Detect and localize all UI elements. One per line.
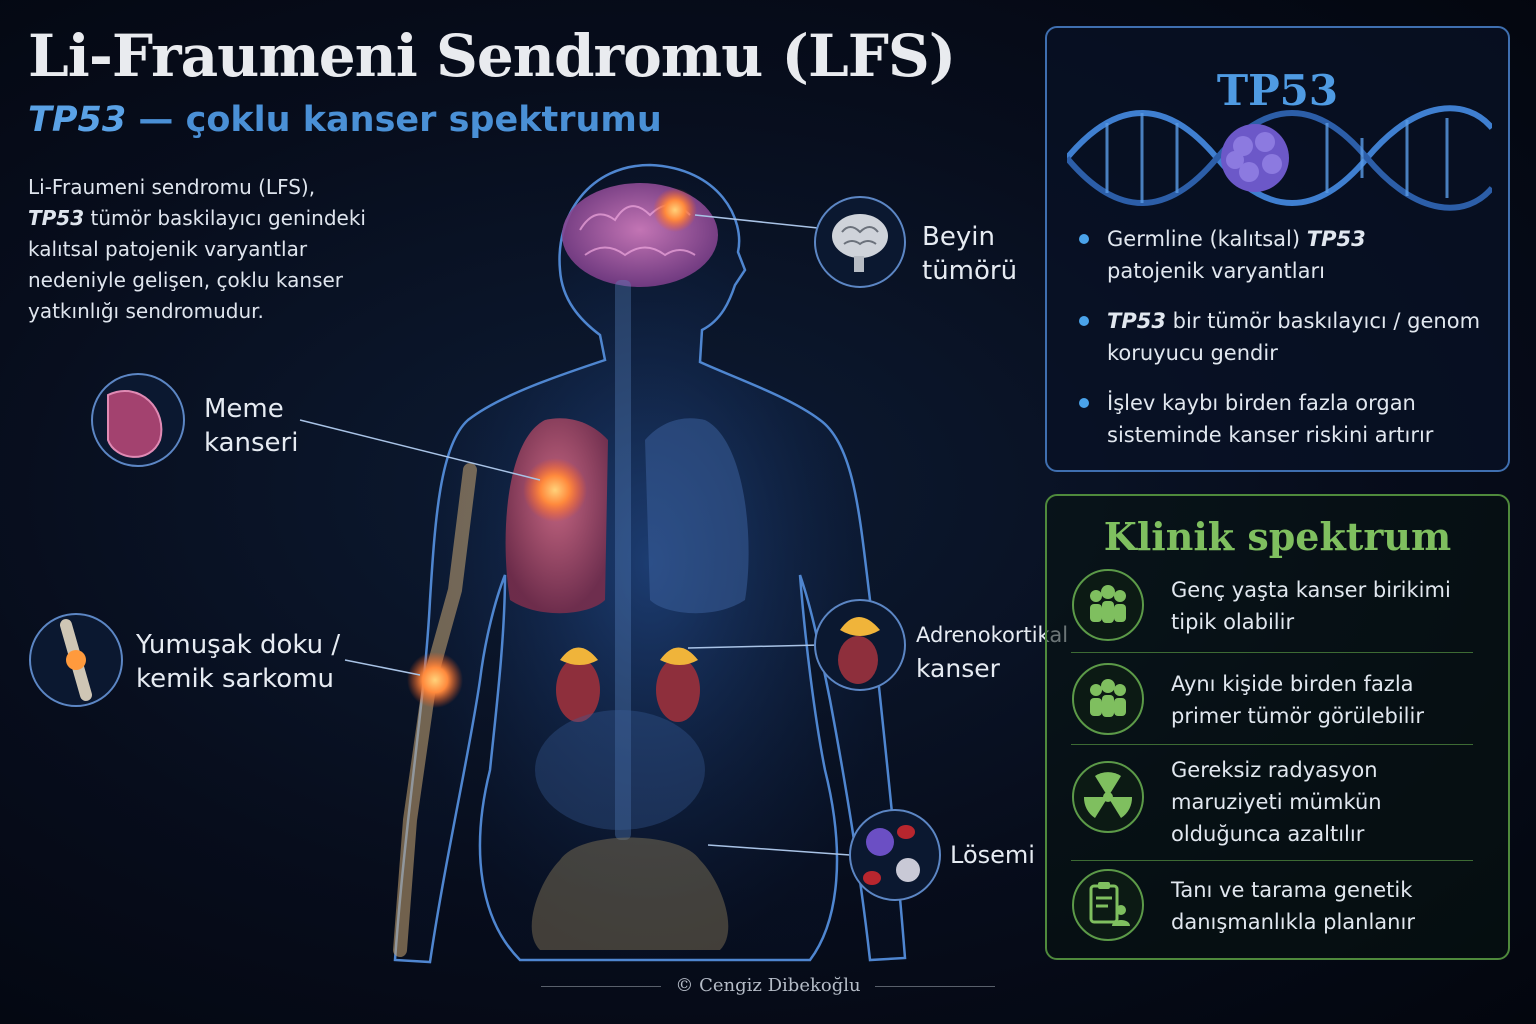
subtitle-gene: TP53 bbox=[28, 100, 127, 140]
clinical-item-line: tipik olabilir bbox=[1171, 610, 1295, 634]
leader-lines bbox=[299, 214, 851, 856]
bullet-dot bbox=[1079, 398, 1089, 408]
kidneys-adrenal bbox=[556, 647, 700, 722]
intro-text: Li-Fraumeni sendromu (LFS), TP53 tümör ba… bbox=[28, 172, 378, 327]
clinical-item-line: Gereksiz radyasyon bbox=[1171, 758, 1378, 782]
brain-icon bbox=[814, 196, 906, 288]
label-breast-line2: kanseri bbox=[204, 428, 299, 458]
label-breast-cancer: Meme kanseri bbox=[204, 392, 298, 460]
subtitle-text: — çoklu kanser spektrumu bbox=[126, 100, 662, 140]
tp53-bullet: Germline (kalıtsal) TP53 patojenik varya… bbox=[1077, 223, 1497, 287]
breast-icon bbox=[91, 373, 185, 467]
clinical-item: Tanı ve tarama genetik danışmanlıkla pla… bbox=[1071, 868, 1473, 948]
clinical-item-line: olduğunca azaltılır bbox=[1171, 822, 1365, 846]
intro-gene: TP53 bbox=[28, 206, 85, 230]
clinical-item-line: primer tümör görülebilir bbox=[1171, 704, 1424, 728]
blood-cells-icon bbox=[849, 809, 941, 901]
bullet-text: bir tümör baskılayıcı / genom koruyucu g… bbox=[1107, 309, 1481, 365]
bullet-dot bbox=[1079, 234, 1089, 244]
clinical-item-line: maruziyeti mümkün bbox=[1171, 790, 1382, 814]
page-subtitle: TP53 — çoklu kanser spektrumu bbox=[28, 100, 662, 140]
clinical-item-line: Tanı ve tarama genetik bbox=[1171, 878, 1413, 902]
tp53-bullet: TP53 bir tümör baskılayıcı / genom koruy… bbox=[1077, 305, 1497, 369]
divider bbox=[541, 985, 662, 987]
label-adrenocortical: Adrenokortikal kanser bbox=[916, 618, 1068, 686]
intro-part1: Li-Fraumeni sendromu (LFS), bbox=[28, 175, 316, 199]
label-brain-line1: Beyin bbox=[922, 222, 995, 252]
clinical-item: Gereksiz radyasyon maruziyeti mümkün old… bbox=[1071, 754, 1473, 854]
tp53-bullet-list: Germline (kalıtsal) TP53 patojenik varya… bbox=[1077, 223, 1497, 469]
label-leukemia: Lösemi bbox=[950, 841, 1035, 869]
bullet-text: İşlev kaybı birden fazla organ sistemind… bbox=[1107, 391, 1434, 447]
intro-part2: tümör baskilayıcı genindeki kalıtsal pat… bbox=[28, 206, 366, 323]
adrenal-kidney-icon bbox=[814, 599, 906, 691]
divider bbox=[1071, 744, 1473, 745]
label-adrenal-line1: Adrenokortikal bbox=[916, 623, 1069, 647]
sarcoma-tumor-marker bbox=[407, 652, 463, 708]
divider bbox=[1071, 860, 1473, 861]
spine bbox=[615, 280, 631, 840]
clipboard-person-icon bbox=[1072, 869, 1144, 941]
family-group-icon bbox=[1072, 569, 1144, 641]
clinical-item: Genç yaşta kanser birikimi tipik olabili… bbox=[1071, 568, 1473, 648]
label-brain-tumor: Beyin tümörü bbox=[922, 220, 1017, 288]
bone-icon bbox=[29, 613, 123, 707]
intestines bbox=[535, 710, 705, 830]
label-sarcoma-line1: Yumuşak doku / bbox=[136, 630, 341, 660]
people-group-icon bbox=[1072, 663, 1144, 735]
bullet-text: Germline (kalıtsal) bbox=[1107, 227, 1307, 251]
clinical-item: Aynı kişide birden fazla primer tümör gö… bbox=[1071, 662, 1473, 742]
credit: © Cengiz Dibekoğlu bbox=[0, 975, 1536, 996]
lungs bbox=[505, 418, 749, 614]
clinical-item-line: danışmanlıkla planlanır bbox=[1171, 910, 1415, 934]
clinical-item-line: Genç yaşta kanser birikimi bbox=[1171, 578, 1451, 602]
credit-text: © Cengiz Dibekoğlu bbox=[675, 975, 861, 996]
bullet-gene: TP53 bbox=[1306, 227, 1366, 251]
bullet-dot bbox=[1079, 316, 1089, 326]
tp53-panel-title: TP53 bbox=[1216, 66, 1339, 115]
page-title: Li-Fraumeni Sendromu (LFS) bbox=[28, 22, 956, 90]
clinical-item-line: Aynı kişide birden fazla bbox=[1171, 672, 1414, 696]
bullet-text: patojenik varyantları bbox=[1107, 259, 1325, 283]
anatomy-illustration bbox=[29, 163, 941, 964]
label-sarcoma: Yumuşak doku / kemik sarkomu bbox=[136, 628, 340, 696]
tp53-bullet: İşlev kaybı birden fazla organ sistemind… bbox=[1077, 387, 1497, 451]
label-brain-line2: tümörü bbox=[922, 256, 1018, 286]
label-breast-line1: Meme bbox=[204, 394, 284, 424]
bullet-gene: TP53 bbox=[1107, 309, 1166, 333]
clinical-panel-title: Klinik spektrum bbox=[1103, 514, 1452, 559]
brain-tumor-marker bbox=[653, 188, 697, 232]
brain-organ bbox=[562, 183, 718, 287]
divider bbox=[1071, 652, 1473, 653]
divider bbox=[874, 985, 995, 987]
label-adrenal-line2: kanser bbox=[916, 654, 1000, 683]
pelvis bbox=[531, 837, 729, 950]
label-sarcoma-line2: kemik sarkomu bbox=[136, 664, 335, 694]
tp53-panel: TP53 Germline (kalıtsal) TP53 patojenik … bbox=[1045, 26, 1510, 472]
clinical-spectrum-panel: Klinik spektrum Genç yaşta kanser biriki… bbox=[1045, 494, 1510, 960]
dna-helix-icon bbox=[1067, 105, 1492, 211]
tp53-protein-icon bbox=[1221, 124, 1289, 192]
radiation-icon bbox=[1072, 761, 1144, 833]
breast-tumor-marker bbox=[523, 458, 587, 522]
